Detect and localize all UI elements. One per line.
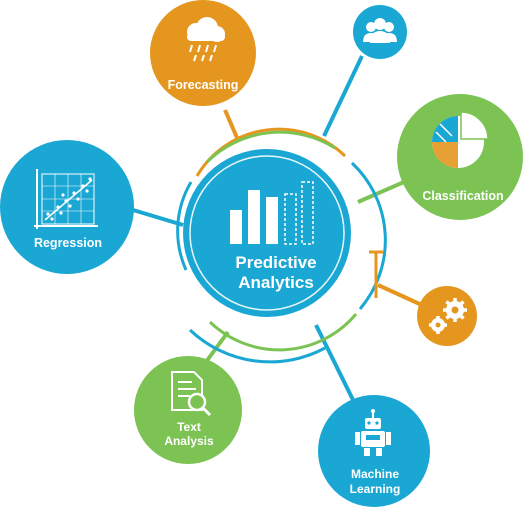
connector-users	[322, 55, 364, 137]
users-node	[353, 5, 407, 59]
center-circle-inner-ring	[189, 155, 345, 311]
connector-regression	[132, 208, 184, 227]
robot-icon	[355, 409, 391, 456]
ring-arc-blue-bottom	[188, 328, 326, 364]
bar-chart-bar-dashed	[301, 181, 314, 245]
forecasting-node: Forecasting	[150, 0, 256, 106]
center-title-line2: Analytics	[238, 273, 314, 292]
ring-arc-blue-right	[350, 161, 387, 310]
connector-settings	[377, 283, 425, 308]
text-analysis-label-line2: Analysis	[164, 434, 214, 448]
connector-machine-learning	[314, 324, 360, 411]
classification-node: Classification	[397, 94, 523, 220]
connector-classification	[357, 180, 405, 204]
regression-circle	[0, 140, 134, 274]
regression-label: Regression	[34, 236, 102, 250]
text-analysis-node: Text Analysis	[134, 356, 242, 464]
settings-node	[417, 286, 477, 346]
bar-chart-bar-dashed	[284, 193, 297, 245]
machine-learning-label-line1: Machine	[351, 467, 399, 481]
bar-chart-icon	[230, 181, 314, 245]
ring-arc-blue-left	[176, 181, 193, 271]
center-node: Predictive Analytics	[183, 149, 351, 317]
machine-learning-node: Machine Learning	[318, 395, 430, 507]
text-analysis-label-line1: Text	[177, 420, 201, 434]
document-search-icon	[171, 371, 212, 417]
center-rings	[176, 127, 387, 364]
machine-learning-label-line2: Learning	[350, 482, 401, 496]
user-group-icon	[363, 18, 397, 43]
machine-learning-circle	[318, 395, 430, 507]
ring-arc-green-bottom	[208, 313, 358, 352]
forecasting-circle	[150, 0, 256, 106]
gears-icon	[429, 298, 467, 334]
pie-chart-icon	[432, 111, 489, 168]
forecasting-label: Forecasting	[168, 78, 239, 92]
bar-chart-bar	[266, 197, 278, 244]
rain-cloud-icon	[187, 17, 225, 62]
connector-forecasting	[223, 109, 240, 141]
bar-chart-bar	[248, 190, 260, 244]
regression-node: Regression	[0, 140, 134, 274]
center-title-line1: Predictive	[235, 253, 316, 272]
bar-chart-bar	[230, 210, 242, 244]
classification-label: Classification	[422, 189, 503, 203]
scatter-plot-icon	[34, 169, 98, 229]
ring-arc-green-top	[205, 130, 336, 164]
